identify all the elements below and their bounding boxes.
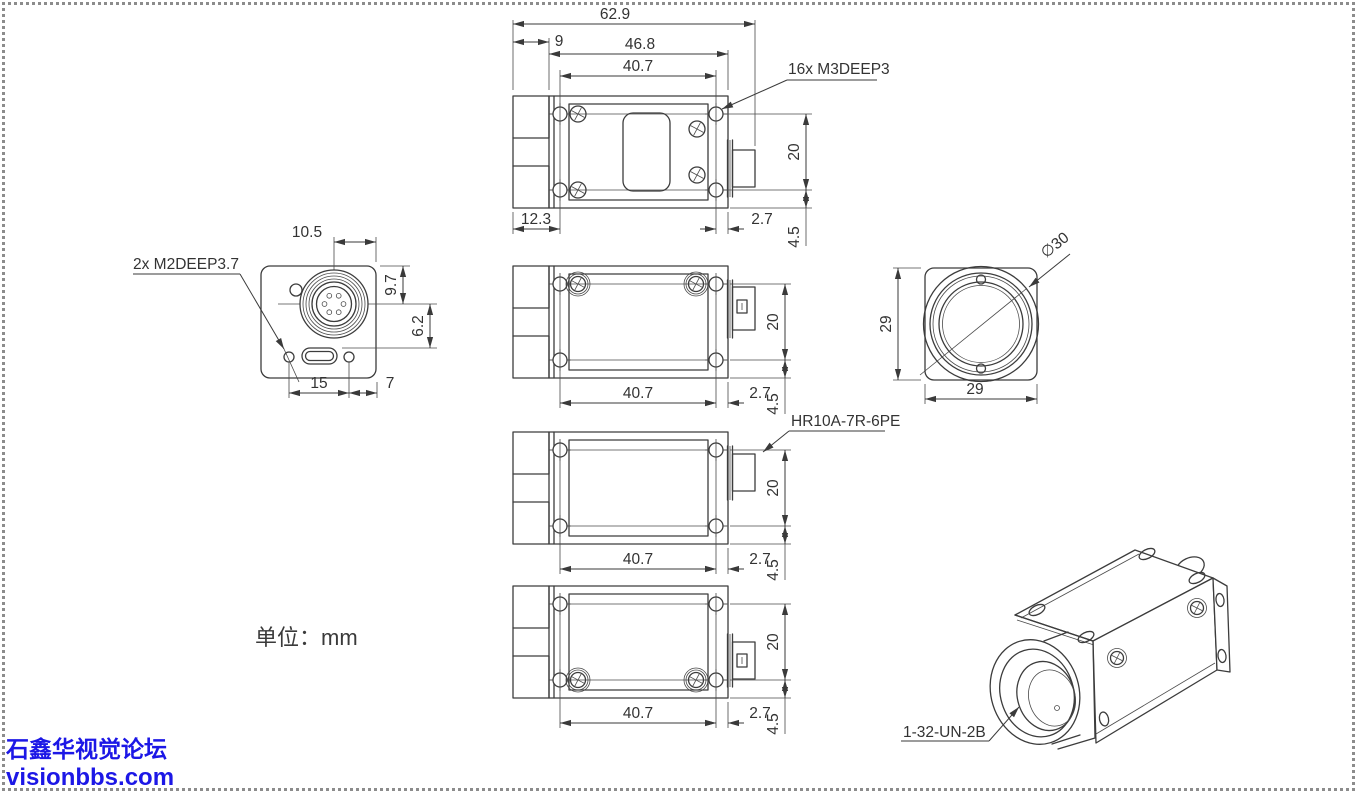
callout-m2-thread: 2x M2DEEP3.7 (133, 256, 300, 383)
dim-hole-to-rear: 2.7 (751, 211, 773, 228)
rear-connector (726, 633, 756, 688)
dim-hole-to-edge: 4.5 (786, 226, 803, 248)
rear-connector (726, 139, 756, 198)
lens-mount-profile (512, 431, 550, 545)
led-indicator-hole (289, 283, 303, 297)
dim-hole-spacing: 40.7 (623, 705, 653, 722)
rear-view: 10.5 9.7 6.2 15 7 2x M2DEEP3.7 (133, 224, 437, 398)
dim-hole-to-edge: 4.5 (765, 713, 782, 735)
dimension-lines (560, 284, 789, 407)
front-view: 29 29 ∅30 (878, 229, 1073, 404)
top-view: 62.9 9 46.8 40.7 12.3 2.7 20 4.5 16x M3D… (512, 6, 890, 248)
dim-hole-rows: 20 (765, 313, 782, 331)
dim-hole-spacing: 40.7 (623, 58, 653, 75)
callout-diameter-label: ∅30 (1038, 229, 1073, 262)
phillips-screw-icon (686, 164, 708, 186)
dim-hole-spacing: 40.7 (623, 551, 653, 568)
dim-hole-rows: 20 (786, 143, 803, 161)
dim-hole-rows: 20 (765, 633, 782, 651)
dimension-lines (560, 450, 789, 573)
camera-body-outline (548, 431, 729, 545)
lens-mount-rings (922, 265, 1040, 383)
side-view-top: 20 40.7 2.7 4.5 (512, 265, 791, 415)
lens-mount-profile (512, 265, 550, 379)
dim-connector-offset: 10.5 (292, 224, 322, 241)
side-view-mid: 20 40.7 2.7 4.5 HR10A-7R-6PE (512, 413, 900, 581)
hr10a-connector-face (278, 237, 437, 339)
dim-body-width: 29 (966, 381, 983, 398)
dim-hole-to-rear: 2.7 (749, 385, 771, 402)
callout-hr10a-connector: HR10A-7R-6PE (762, 413, 900, 453)
dimension-lines (289, 238, 434, 397)
dim-screw-spacing: 15 (310, 375, 327, 392)
units-note: 单位：mm (255, 625, 358, 650)
phillips-screw-icon (686, 118, 708, 140)
dimension-lines (894, 268, 1037, 403)
dim-hole-to-rear: 2.7 (749, 551, 771, 568)
callout-hr10a-label: HR10A-7R-6PE (791, 413, 900, 430)
dim-port-offset: 6.2 (410, 315, 427, 337)
watermark: 石鑫华视觉论坛 visionbbs.com (5, 736, 174, 791)
rear-connector (726, 445, 756, 501)
rear-panel-outline (260, 265, 377, 379)
m2-screw-hole (343, 351, 355, 363)
callout-thread-label: 1-32-UN-2B (903, 724, 986, 741)
dim-connector-from-top: 9.7 (383, 274, 400, 296)
dimension-lines (513, 20, 810, 233)
extension-lines (559, 596, 791, 734)
usb-c-port (301, 347, 338, 365)
iso-top-screw-holes (1028, 547, 1206, 644)
extension-lines (512, 20, 812, 246)
callout-lens-thread: 1-32-UN-2B (901, 706, 1020, 742)
dim-body-length: 46.8 (625, 36, 655, 53)
isometric-view: 1-32-UN-2B (901, 547, 1231, 750)
lens-mount-profile (512, 95, 550, 209)
callout-m3-label: 16x M3DEEP3 (788, 61, 890, 78)
dim-hole-spacing: 40.7 (623, 385, 653, 402)
dim-hole-to-rear: 2.7 (749, 705, 771, 722)
side-view-bottom: 20 40.7 2.7 4.5 (512, 585, 791, 735)
iso-lens-barrel (989, 631, 1081, 745)
iso-side-screws (1098, 592, 1227, 727)
callout-m2-label: 2x M2DEEP3.7 (133, 256, 239, 273)
dim-mount-to-hole: 12.3 (521, 211, 551, 228)
lens-mount-profile (512, 585, 550, 699)
front-face-outline (924, 267, 1038, 381)
watermark-site-url: visionbbs.com (6, 764, 174, 791)
dim-mount-depth: 9 (555, 33, 564, 50)
dim-body-height: 29 (878, 315, 895, 332)
dimension-lines (560, 604, 789, 727)
camera-body-outline (548, 585, 729, 699)
dim-screw-to-edge: 7 (386, 375, 395, 392)
extension-lines (893, 267, 1038, 404)
iso-body (1014, 549, 1231, 750)
dim-hole-rows: 20 (765, 479, 782, 497)
dim-hole-to-edge: 4.5 (765, 559, 782, 581)
callout-m3-thread: 16x M3DEEP3 (721, 61, 890, 110)
rear-connector (726, 279, 756, 339)
dim-overall-length: 62.9 (600, 6, 630, 23)
dim-hole-to-edge: 4.5 (765, 393, 782, 415)
watermark-forum-name: 石鑫华视觉论坛 (5, 736, 167, 762)
